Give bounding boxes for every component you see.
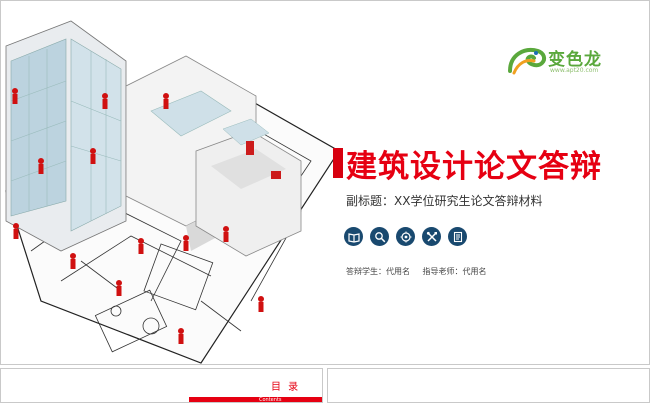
document-icon	[448, 227, 467, 246]
next-slide-blank[interactable]	[327, 368, 650, 403]
tools-icon	[422, 227, 441, 246]
toc-label: 目 录	[271, 382, 301, 393]
logo-name: 变色龙	[548, 50, 602, 70]
icon-row	[344, 227, 467, 249]
toc-strip-text: Contents	[259, 397, 282, 403]
title-accent-bar	[333, 148, 343, 178]
next-slide-toc[interactable]: 目 录 Contents	[0, 368, 323, 403]
slide-subtitle: 副标题：XX学位研究生论文答辩材料	[346, 194, 543, 208]
brand-logo: 变色龙 www.apt20.com	[506, 41, 616, 83]
slide-title: 建筑设计论文答辩	[346, 149, 602, 185]
target-icon	[396, 227, 415, 246]
book-icon	[344, 227, 363, 246]
advisor-credit: 指导老师：代用名	[422, 267, 487, 276]
credits-line: 答辩学生：代用名 指导老师：代用名	[346, 266, 497, 277]
logo-url: www.apt20.com	[550, 67, 599, 74]
chameleon-logo-icon	[508, 48, 547, 75]
toc-red-strip: Contents	[189, 397, 322, 403]
title-slide: 变色龙 www.apt20.com 建筑设计论文答辩 副标题：XX学位研究生论文…	[0, 0, 650, 365]
building-illustration	[5, 20, 340, 364]
student-credit: 答辩学生：代用名	[346, 267, 410, 276]
search-icon	[370, 227, 389, 246]
